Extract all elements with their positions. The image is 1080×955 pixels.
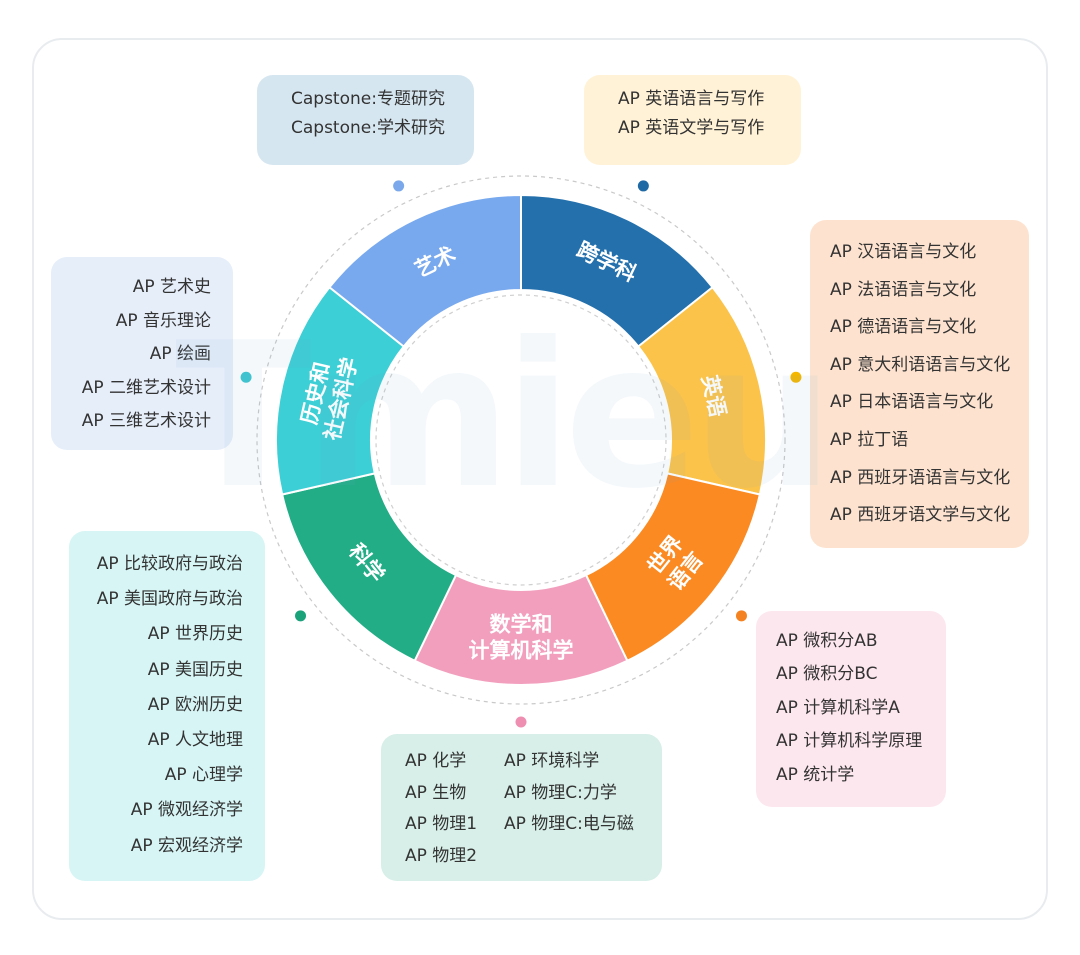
course-item: AP 艺术史 <box>132 277 211 297</box>
english-course-box: AP 英语语言与写作 AP 英语文学与写作 <box>584 75 801 165</box>
course-item: AP 计算机科学A <box>776 697 900 718</box>
capstone-course-box: Capstone:专题研究 Capstone:学术研究 <box>257 75 474 165</box>
connector-dot-history-social <box>240 371 252 383</box>
inner-dashed-ring <box>375 294 667 586</box>
connector-dot-math-cs <box>515 716 527 728</box>
course-item: AP 化学 <box>405 751 467 771</box>
course-item: AP 物理2 <box>405 845 478 866</box>
course-item: AP 世界历史 <box>147 624 243 645</box>
course-item: AP 欧洲历史 <box>147 694 243 715</box>
course-item: AP 宏观经济学 <box>130 835 243 856</box>
course-item: AP 西班牙语语言与文化 <box>830 467 1011 488</box>
course-item: AP 微积分BC <box>776 664 878 685</box>
course-item: AP 物理1 <box>405 814 478 835</box>
course-item: AP 汉语语言与文化 <box>830 242 977 262</box>
outer-dashed-ring <box>256 175 786 705</box>
course-item: AP 德语语言与文化 <box>830 317 977 338</box>
course-item: AP 环境科学 <box>504 751 600 771</box>
course-item: AP 意大利语语言与文化 <box>830 354 1011 375</box>
course-item: AP 音乐理论 <box>115 310 211 331</box>
course-item: Capstone:专题研究 <box>291 89 445 109</box>
science-column-1: AP 化学 AP 生物 AP 物理1 AP 物理2 <box>405 746 477 872</box>
course-item: Capstone:学术研究 <box>291 118 445 138</box>
course-item: AP 物理C:力学 <box>504 782 617 803</box>
course-item: AP 法语语言与文化 <box>830 279 977 300</box>
course-item: AP 生物 <box>405 782 467 803</box>
course-item: AP 美国政府与政治 <box>96 589 243 610</box>
segment-label-math-cs: 计算机科学 <box>469 639 574 663</box>
course-item: AP 微积分AB <box>776 631 878 651</box>
connector-dot-english <box>790 371 802 383</box>
course-item: AP 绘画 <box>149 344 211 365</box>
arts-course-box: AP 艺术史 AP 音乐理论 AP 绘画 AP 二维艺术设计 AP 三维艺术设计 <box>51 257 233 450</box>
course-item: AP 人文地理 <box>147 729 243 750</box>
connector-dot-science <box>295 610 307 622</box>
world-languages-course-box: AP 汉语语言与文化 AP 法语语言与文化 AP 德语语言与文化 AP 意大利语… <box>810 220 1029 548</box>
course-item: AP 日本语语言与文化 <box>830 392 994 413</box>
segment-label-math-cs: 数学和 <box>490 613 553 637</box>
course-item: AP 西班牙语文学与文化 <box>830 505 1011 526</box>
math-cs-course-box: AP 微积分AB AP 微积分BC AP 计算机科学A AP 计算机科学原理 A… <box>756 611 946 807</box>
course-item: AP 英语文学与写作 <box>618 118 765 138</box>
science-column-2: AP 环境科学 AP 物理C:力学 AP 物理C:电与磁 <box>504 746 634 841</box>
connector-dot-interdisciplinary <box>637 180 649 192</box>
science-course-box: AP 化学 AP 生物 AP 物理1 AP 物理2 AP 环境科学 AP 物理C… <box>381 734 662 881</box>
course-item: AP 拉丁语 <box>830 429 909 450</box>
history-social-course-box: AP 比较政府与政治 AP 美国政府与政治 AP 世界历史 AP 美国历史 AP… <box>69 531 265 881</box>
course-item: AP 英语语言与写作 <box>618 89 765 109</box>
course-item: AP 计算机科学原理 <box>776 731 923 752</box>
course-item: AP 二维艺术设计 <box>81 377 211 398</box>
connector-dot-world-languages <box>735 610 747 622</box>
course-item: AP 物理C:电与磁 <box>504 814 634 835</box>
connector-dot-arts <box>393 180 405 192</box>
course-item: AP 比较政府与政治 <box>96 554 243 574</box>
course-item: AP 微观经济学 <box>130 800 243 821</box>
course-item: AP 美国历史 <box>147 659 243 680</box>
course-item: AP 心理学 <box>164 765 243 786</box>
segment-arts <box>328 193 522 348</box>
course-item: AP 统计学 <box>776 764 855 785</box>
course-item: AP 三维艺术设计 <box>81 411 211 432</box>
